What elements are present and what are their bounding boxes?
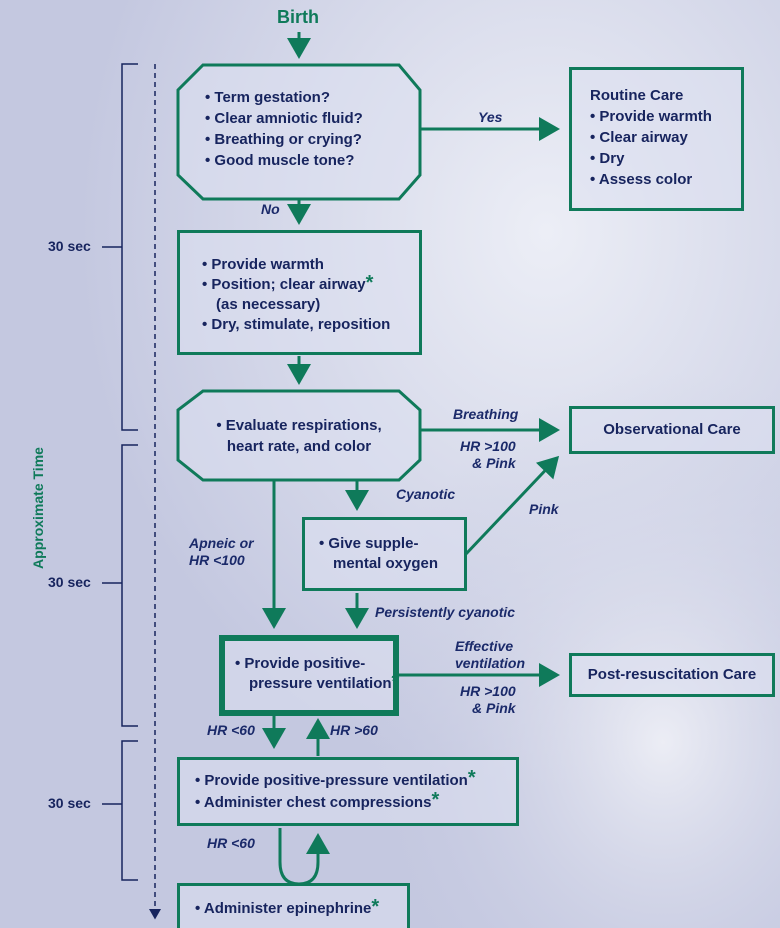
step-dry: • Dry, stimulate, reposition	[202, 316, 391, 333]
hr100b-line-1: HR >100	[460, 683, 516, 699]
question-term: • Term gestation?	[205, 89, 330, 106]
routine-care-warmth: • Provide warmth	[590, 108, 712, 125]
edge-label-cyanotic: Cyanotic	[396, 486, 456, 502]
question-fluid: • Clear amniotic fluid?	[205, 110, 363, 127]
hr100-line-2: & Pink	[472, 455, 516, 471]
evaluate-shape	[176, 389, 422, 482]
routine-care-dry: • Dry	[590, 150, 625, 167]
routine-care-airway: • Clear airway	[590, 129, 688, 146]
effective-line-2: ventilation	[455, 655, 526, 671]
node-observational-care: Observational Care	[569, 406, 775, 454]
routine-care-color: • Assess color	[590, 171, 693, 188]
time-mark-1: 30 sec	[48, 238, 91, 254]
compressions-line-2: • Administer chest compressions*	[195, 789, 516, 814]
time-mark-2: 30 sec	[48, 574, 91, 590]
hr100-line-1: HR >100	[460, 438, 516, 454]
time-bracket-1	[121, 63, 138, 431]
edge-label-hr-lt60-b: HR <60	[207, 835, 255, 851]
time-axis-label: Approximate Time	[30, 447, 46, 569]
initial-questions-shape	[176, 63, 422, 201]
step-warmth: • Provide warmth	[202, 256, 324, 273]
node-initial-questions: • Term gestation? • Clear amniotic fluid…	[205, 87, 363, 171]
node-evaluate: • Evaluate respirations, heart rate, and…	[178, 415, 420, 457]
apneic-line-1: Apneic or	[189, 535, 254, 551]
asterisk-2: *	[391, 671, 400, 693]
time-mark-3: 30 sec	[48, 795, 91, 811]
effective-line-1: Effective	[455, 638, 514, 654]
asterisk-1: *	[365, 272, 374, 294]
edge-label-no: No	[261, 201, 280, 217]
step-position-text: • Position; clear airway	[202, 276, 366, 293]
compressions-line-2-text: • Administer chest compressions	[195, 794, 432, 811]
node-epinephrine: • Administer epinephrine*	[177, 883, 410, 928]
edge-label-pink: Pink	[529, 501, 559, 517]
edge-label-hr-lt60-a: HR <60	[207, 722, 255, 738]
evaluate-line-1: • Evaluate respirations,	[216, 417, 382, 434]
edge-label-apneic: Apneic or HR <100	[189, 535, 254, 569]
hr100b-line-2: & Pink	[472, 700, 516, 716]
asterisk-5: *	[371, 896, 380, 918]
epinephrine-text: • Administer epinephrine	[195, 900, 372, 917]
node-supplemental-oxygen: • Give supple- mental oxygen	[302, 517, 467, 591]
epinephrine-line: • Administer epinephrine*	[195, 896, 407, 919]
node-initial-steps: • Provide warmth • Position; clear airwa…	[177, 230, 422, 355]
edge-label-breathing: Breathing	[453, 406, 519, 422]
question-breathing: • Breathing or crying?	[205, 131, 362, 148]
edge-label-hr100-pink-2: HR >100 & Pink	[460, 683, 516, 717]
node-post-resuscitation-care: Post-resuscitation Care	[569, 653, 775, 697]
compressions-line-1-text: • Provide positive-pressure ventilation	[195, 772, 468, 789]
apneic-line-2: HR <100	[189, 552, 245, 568]
question-tone: • Good muscle tone?	[205, 152, 355, 169]
observational-care-label: Observational Care	[603, 421, 741, 438]
oxygen-line-1: • Give supple-	[319, 535, 419, 552]
edge-label-hr-gt60: HR >60	[330, 722, 378, 738]
edge-label-effective-ventilation: Effective ventilation	[455, 638, 525, 672]
post-resuscitation-label: Post-resuscitation Care	[587, 666, 757, 683]
ppv-line-2: pressure ventilation*	[235, 672, 399, 694]
ppv-line-2-text: pressure ventilation	[249, 675, 392, 692]
node-routine-care: Routine Care • Provide warmth • Clear ai…	[569, 67, 744, 211]
evaluate-line-2: heart rate, and color	[226, 438, 372, 455]
compressions-line-1: • Provide positive-pressure ventilation*	[195, 767, 516, 792]
edge-label-persistently-cyanotic: Persistently cyanotic	[375, 604, 516, 620]
time-bracket-2	[121, 444, 138, 727]
ppv-line-1: • Provide positive-	[235, 655, 366, 672]
page-title: Birth	[277, 7, 319, 27]
oxygen-line-2: mental oxygen	[333, 555, 439, 572]
routine-care-title: Routine Care	[590, 87, 684, 104]
step-as-necessary: (as necessary)	[216, 296, 321, 313]
asterisk-4: *	[431, 789, 440, 811]
edge-label-yes: Yes	[478, 109, 503, 125]
node-positive-pressure-ventilation: • Provide positive- pressure ventilation…	[219, 635, 399, 716]
node-chest-compressions: • Provide positive-pressure ventilation*…	[177, 757, 519, 826]
edge-label-hr100-pink-1: HR >100 & Pink	[460, 438, 516, 472]
asterisk-3: *	[467, 767, 476, 789]
time-bracket-3	[121, 740, 138, 881]
step-position: • Position; clear airway*	[202, 272, 419, 295]
